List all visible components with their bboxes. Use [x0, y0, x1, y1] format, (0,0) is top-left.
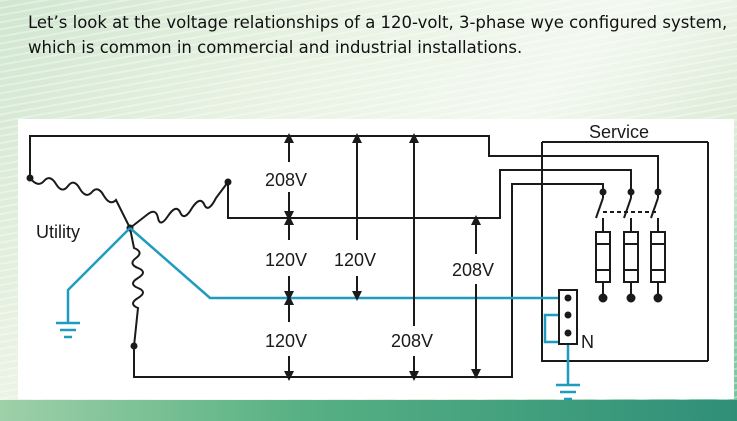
wiring-diagram-panel	[18, 119, 734, 399]
wye-transformer-coils	[29, 177, 229, 347]
service-enclosure	[541, 141, 709, 362]
voltage-label-208v-lower: 208V	[391, 331, 433, 351]
voltage-label-120v-upper-mid: 120V	[334, 250, 376, 270]
disconnect-switches	[595, 192, 659, 232]
ground-symbol-service	[556, 383, 580, 401]
neutral-label: N	[581, 332, 594, 352]
ground-symbol-utility	[56, 321, 80, 339]
utility-label: Utility	[36, 222, 80, 242]
service-label: Service	[589, 122, 649, 142]
voltage-label-120v-upper-left: 120V	[265, 250, 307, 270]
phase-conductors	[29, 135, 659, 378]
voltage-arrows	[284, 133, 481, 381]
voltage-label-208v-top: 208V	[265, 170, 307, 190]
voltage-label-208v-right: 208V	[452, 260, 494, 280]
fuses	[595, 231, 666, 283]
voltage-label-120v-lower: 120V	[265, 331, 307, 351]
switch-dots	[599, 188, 662, 196]
slide-caption: Let’s look at the voltage relationships …	[28, 13, 728, 57]
load-terminals	[598, 282, 663, 303]
neutral-conductor	[66, 227, 570, 384]
bottom-band	[0, 400, 737, 421]
neutral-bar	[558, 289, 578, 345]
